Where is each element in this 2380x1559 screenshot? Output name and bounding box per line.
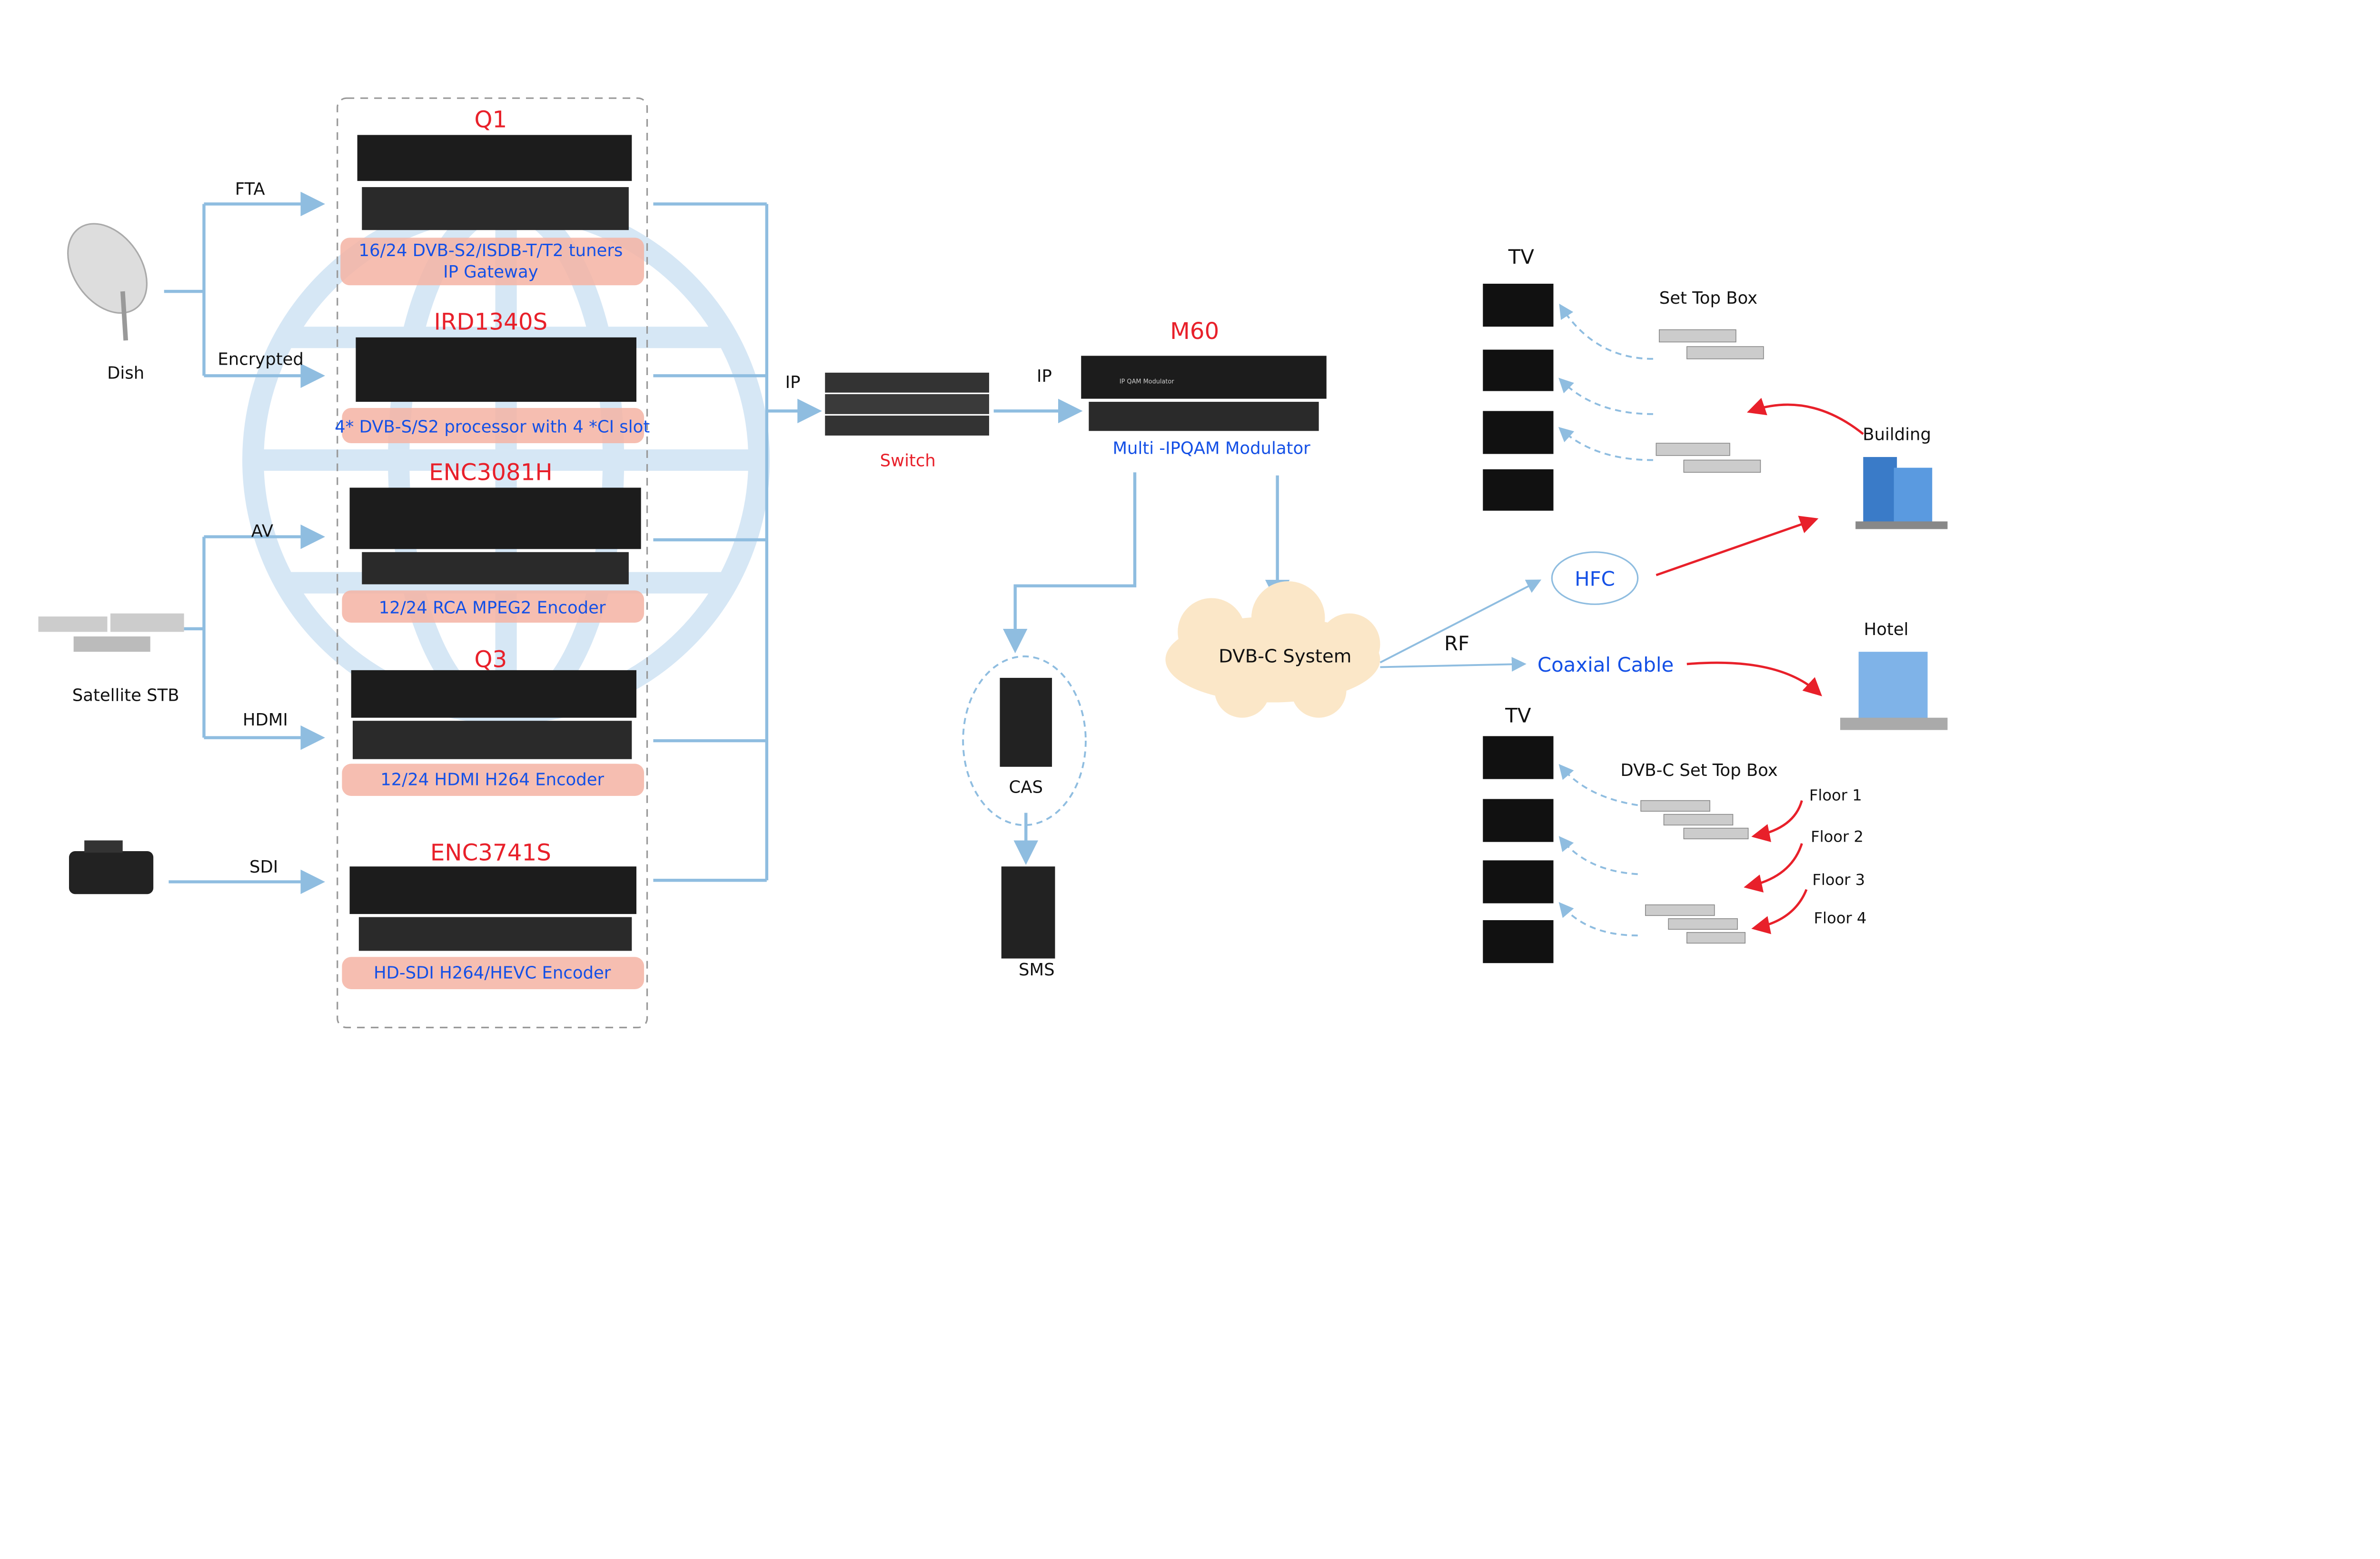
device-q3: Q3 12/24 HDMI H264 Encoder bbox=[342, 646, 645, 796]
stb-top-label: Set Top Box bbox=[1659, 288, 1757, 308]
dvbc-stb-to-tv-3 bbox=[1558, 902, 1638, 937]
cas-group bbox=[962, 655, 1087, 826]
tv-icons-bottom bbox=[1483, 736, 1554, 963]
satellite-stb-icon bbox=[38, 613, 184, 652]
device-ird1340s: IRD1340S 4* DVB-S/S2 processor with 4 *C… bbox=[335, 309, 650, 444]
modulator-desc: Multi -IPQAM Modulator bbox=[1112, 439, 1310, 458]
stb-icons-top bbox=[1656, 329, 1764, 473]
floor-3-label: Floor 3 bbox=[1812, 871, 1865, 889]
stb-to-tv-2 bbox=[1558, 377, 1653, 415]
floor-1-label: Floor 1 bbox=[1809, 786, 1862, 804]
hotel-label: Hotel bbox=[1864, 620, 1909, 639]
stb-to-tv-3 bbox=[1558, 427, 1653, 461]
ird1340s-model: IRD1340S bbox=[434, 309, 548, 336]
device-enc3741s: ENC3741S HD-SDI H264/HEVC Encoder bbox=[342, 839, 645, 989]
sdi-label: SDI bbox=[249, 857, 278, 877]
enc3081h-model: ENC3081H bbox=[429, 459, 553, 486]
modulator-panel-text: IP QAM Modulator bbox=[1120, 378, 1175, 385]
dvbc-label: DVB-C System bbox=[1219, 646, 1351, 667]
hfc-label: HFC bbox=[1575, 567, 1615, 591]
q1-model: Q1 bbox=[475, 106, 507, 133]
av-label: AV bbox=[251, 522, 273, 541]
floor-arrow-1 bbox=[1751, 800, 1803, 843]
sms-label: SMS bbox=[1019, 960, 1055, 980]
dish-connector bbox=[164, 204, 319, 376]
floor-4-label: Floor 4 bbox=[1814, 909, 1867, 927]
hdmi-label: HDMI bbox=[243, 710, 288, 730]
cas-server-icon bbox=[1000, 677, 1052, 767]
floor-2-label: Floor 2 bbox=[1811, 828, 1864, 846]
enc3081h-desc: 12/24 RCA MPEG2 Encoder bbox=[379, 598, 606, 618]
dvbc-to-hfc bbox=[1379, 579, 1542, 664]
hfc-cloud bbox=[1551, 551, 1639, 605]
q3-model: Q3 bbox=[475, 646, 507, 673]
stb-bottom-label: DVB-C Set Top Box bbox=[1620, 761, 1777, 780]
hotel-icon bbox=[1840, 652, 1948, 730]
floor-arrow-3 bbox=[1751, 889, 1808, 934]
modulator-model: M60 bbox=[1170, 318, 1219, 345]
building-to-stb bbox=[1746, 397, 1864, 435]
satellite-stb-label: Satellite STB bbox=[72, 685, 179, 705]
tv-bottom-label: TV bbox=[1505, 704, 1531, 727]
ird1340s-desc: 4* DVB-S/S2 processor with 4 *CI slot bbox=[335, 417, 650, 437]
ip-out-label: IP bbox=[1037, 367, 1052, 386]
building-icon bbox=[1855, 457, 1948, 529]
stb-icons-bottom bbox=[1640, 800, 1749, 944]
dish-icon bbox=[67, 223, 148, 341]
hfc-to-building bbox=[1656, 516, 1819, 576]
headend-ip-bus bbox=[653, 202, 769, 882]
tv-top-label: TV bbox=[1508, 245, 1535, 268]
enc3741s-desc: HD-SDI H264/HEVC Encoder bbox=[374, 963, 611, 983]
cas-label: CAS bbox=[1009, 778, 1043, 797]
q1-desc-1: 16/24 DVB-S2/ISDB-T/T2 tuners bbox=[358, 241, 623, 260]
floor-arrow-2 bbox=[1744, 843, 1803, 893]
iptv-headend-diagram: Dish Satellite STB FTA Encrypted AV HDMI… bbox=[38, 97, 1948, 1029]
fta-label: FTA bbox=[235, 179, 265, 199]
dvbc-stb-to-tv-1 bbox=[1558, 764, 1638, 806]
modulator-to-cas bbox=[1002, 472, 1137, 654]
q1-desc-2: IP Gateway bbox=[443, 262, 538, 282]
enc3741s-model: ENC3741S bbox=[430, 839, 551, 866]
dvbc-stb-to-tv-2 bbox=[1558, 836, 1638, 875]
camera-icon bbox=[69, 840, 154, 894]
rf-label: RF bbox=[1444, 632, 1469, 655]
dvbc-cloud bbox=[1165, 581, 1380, 718]
stb-connector bbox=[184, 536, 206, 738]
switch-icon bbox=[825, 372, 989, 436]
building-label: Building bbox=[1863, 425, 1931, 445]
stb-to-tv-1 bbox=[1559, 303, 1653, 360]
coax-to-hotel bbox=[1686, 661, 1822, 696]
switch-label: Switch bbox=[880, 451, 936, 470]
coax-label: Coaxial Cable bbox=[1537, 653, 1674, 676]
encrypted-label: Encrypted bbox=[218, 350, 303, 369]
dvbc-to-coax bbox=[1380, 657, 1527, 672]
sms-server-icon bbox=[1001, 866, 1055, 959]
tv-icons-top bbox=[1483, 284, 1554, 511]
q3-desc: 12/24 HDMI H264 Encoder bbox=[380, 770, 604, 789]
ip-in-label: IP bbox=[785, 373, 801, 392]
modulator-device: IP QAM Modulator bbox=[1081, 356, 1327, 431]
device-q1: Q1 16/24 DVB-S2/ISDB-T/T2 tuners IP Gate… bbox=[340, 106, 645, 286]
device-enc3081h: ENC3081H 12/24 RCA MPEG2 Encoder bbox=[342, 459, 645, 623]
headend-group bbox=[337, 97, 648, 1029]
dish-label: Dish bbox=[107, 364, 144, 383]
